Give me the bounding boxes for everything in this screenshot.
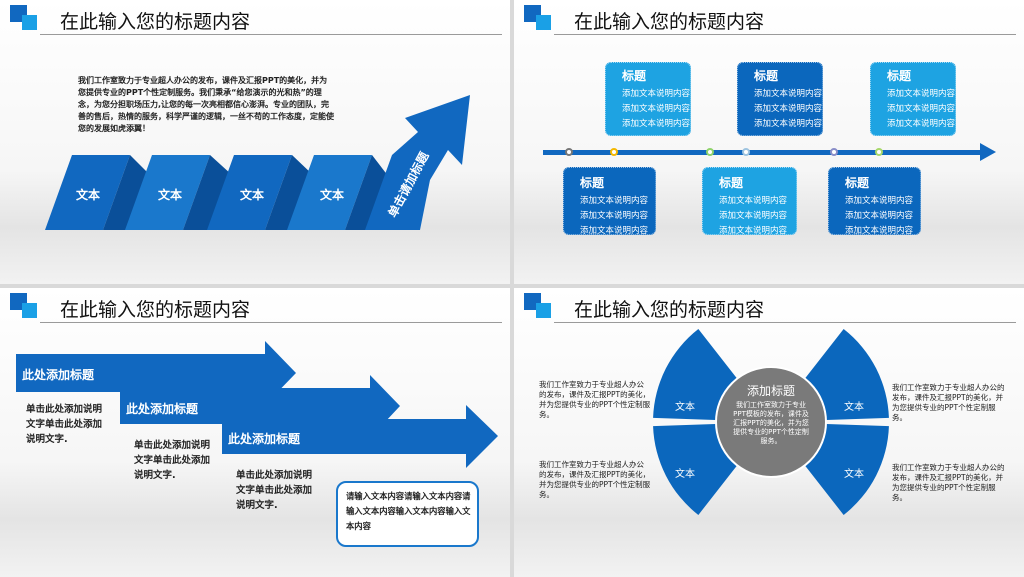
- card-line: 添加文本说明内容: [754, 119, 823, 129]
- center-text: 我们工作室致力于专业PPT模板的发布，课件及汇报PPT的美化，并为您提供专业的P…: [733, 401, 809, 445]
- timeline-card[interactable]: 标题添加文本说明内容添加文本说明内容添加文本说明内容: [870, 62, 956, 136]
- timeline-card[interactable]: 标题添加文本说明内容添加文本说明内容添加文本说明内容: [828, 167, 921, 236]
- center-circle: 添加标题 我们工作室致力于专业PPT模板的发布，课件及汇报PPT的美化，并为您提…: [715, 366, 827, 478]
- card-title: 标题: [887, 69, 912, 83]
- timeline-dot: [706, 148, 714, 156]
- petal-label: 文本: [844, 469, 864, 480]
- arrow-title: 此处添加标题: [22, 368, 95, 382]
- step-fold: [265, 155, 313, 230]
- slide-3[interactable]: 在此输入您的标题内容 此处添加标题 此处添加标题 此处添加标题 单击此处添加说明…: [0, 288, 510, 577]
- step-fold: [103, 155, 150, 230]
- slide-4[interactable]: 在此输入您的标题内容 添加标题 我们工作室致力于专业PPT模板的发布，课件及汇报…: [514, 288, 1024, 577]
- timeline-dot: [610, 148, 618, 156]
- step-label: 文本: [76, 188, 101, 202]
- timeline-dot: [830, 148, 838, 156]
- card-line: 添加文本说明内容: [580, 196, 649, 206]
- timeline-bar: [543, 150, 983, 155]
- arrows-graphic: [16, 341, 498, 468]
- slide-title: 在此输入您的标题内容: [60, 299, 251, 321]
- card-title: 标题: [622, 69, 647, 83]
- side-text: 我们工作室致力于专业超人办公的发布，课件及汇报PPT的美化，并为您提供专业的PP…: [892, 383, 1005, 422]
- card-line: 添加文本说明内容: [887, 119, 956, 129]
- logo-square: [22, 15, 37, 30]
- arrow-desc: 单击此处添加说明文字单击此处添加说明文字.: [134, 440, 211, 481]
- card-line: 添加文本说明内容: [622, 89, 691, 99]
- step-label: 文本: [158, 188, 183, 202]
- card-line: 添加文本说明内容: [845, 211, 914, 221]
- card-line: 添加文本说明内容: [719, 196, 788, 206]
- step-arrow: [222, 405, 498, 468]
- petal-segment: [803, 423, 889, 515]
- petal-label: 文本: [675, 469, 695, 480]
- petal-segment: [653, 423, 739, 515]
- card-line: 添加文本说明内容: [719, 211, 788, 221]
- card-line: 添加文本说明内容: [754, 89, 823, 99]
- card-title: 标题: [719, 176, 744, 190]
- card-line: 添加文本说明内容: [845, 196, 914, 206]
- card-line: 添加文本说明内容: [622, 104, 691, 114]
- timeline-card[interactable]: 标题添加文本说明内容添加文本说明内容添加文本说明内容: [737, 62, 823, 136]
- zigzag-arrow-graphic: [45, 95, 470, 230]
- slide-title: 在此输入您的标题内容: [574, 11, 765, 33]
- card-line: 添加文本说明内容: [580, 211, 649, 221]
- arrow-title: 此处添加标题: [228, 432, 301, 446]
- step-block: [125, 155, 210, 230]
- card-title: 标题: [754, 69, 779, 83]
- timeline-card[interactable]: 标题添加文本说明内容添加文本说明内容添加文本说明内容: [563, 167, 656, 236]
- logo-square: [22, 303, 37, 318]
- card-line: 添加文本说明内容: [887, 104, 956, 114]
- slide-title: 在此输入您的标题内容: [60, 11, 251, 33]
- intro-paragraph: 我们工作室致力于专业超人办公的发布，课件及汇报PPT的美化，并为您提供专业的PP…: [78, 76, 334, 133]
- petal-segment: [803, 329, 889, 421]
- card-line: 添加文本说明内容: [887, 89, 956, 99]
- title-divider: [554, 34, 1016, 35]
- petal-label: 文本: [675, 402, 695, 413]
- slide-2[interactable]: 在此输入您的标题内容 标题添加文本说明内容添加文本说明内容添加文本说明内容 标题…: [514, 0, 1024, 284]
- slide-1[interactable]: 在此输入您的标题内容 我们工作室致力于专业超人办公的发布，课件及汇报PPT的美化…: [0, 0, 510, 284]
- petal-label: 文本: [844, 402, 864, 413]
- title-divider: [554, 322, 1016, 323]
- circle-diagram: [653, 329, 889, 515]
- step-label: 文本: [320, 188, 345, 202]
- timeline-dot: [875, 148, 883, 156]
- step-fold: [345, 155, 395, 230]
- side-text: 我们工作室致力于专业超人办公的发布，课件及汇报PPT的美化，并为您提供专业的PP…: [539, 460, 651, 499]
- timeline-card[interactable]: 标题添加文本说明内容添加文本说明内容添加文本说明内容: [605, 62, 691, 136]
- timeline-dot: [742, 148, 750, 156]
- step-block: [45, 155, 130, 230]
- side-text: 我们工作室致力于专业超人办公的发布，课件及汇报PPT的美化，并为您提供专业的PP…: [539, 380, 651, 419]
- step-label: 文本: [240, 188, 265, 202]
- timeline-arrowhead: [980, 143, 996, 161]
- step-block: [287, 155, 372, 230]
- card-line: 添加文本说明内容: [845, 226, 914, 236]
- note-textbox[interactable]: 请输入文本内容请输入文本内容请输入文本内容输入文本内容输入文本内容: [336, 481, 479, 547]
- logo-square: [536, 15, 551, 30]
- title-divider: [40, 34, 502, 35]
- card-line: 添加文本说明内容: [622, 119, 691, 129]
- card-line: 添加文本说明内容: [719, 226, 788, 236]
- timeline-dot: [565, 148, 573, 156]
- card-title: 标题: [845, 176, 870, 190]
- step-block: [207, 155, 292, 230]
- side-text: 我们工作室致力于专业超人办公的发布，课件及汇报PPT的美化，并为您提供专业的PP…: [892, 463, 1005, 502]
- petal-segment: [653, 329, 739, 421]
- step-fold: [183, 155, 232, 230]
- card-line: 添加文本说明内容: [580, 226, 649, 236]
- card-title: 标题: [580, 176, 605, 190]
- title-divider: [40, 322, 502, 323]
- logo-square: [536, 303, 551, 318]
- center-title: 添加标题: [746, 384, 795, 398]
- timeline-card[interactable]: 标题添加文本说明内容添加文本说明内容添加文本说明内容: [702, 167, 797, 236]
- arrow-desc: 单击此处添加说明文字单击此处添加说明文字.: [236, 470, 313, 511]
- arrow-desc: 单击此处添加说明文字单击此处添加说明文字.: [26, 404, 103, 445]
- arrow-title: 此处添加标题: [126, 402, 199, 416]
- slide-title: 在此输入您的标题内容: [574, 299, 765, 321]
- big-arrow: [365, 95, 470, 230]
- card-line: 添加文本说明内容: [754, 104, 823, 114]
